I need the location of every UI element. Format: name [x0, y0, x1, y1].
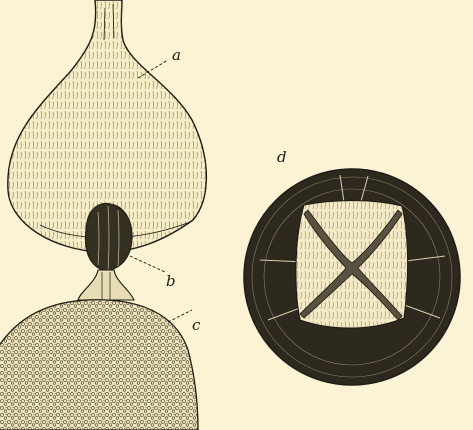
- label-a: a: [172, 48, 181, 63]
- label-d: d: [277, 150, 287, 165]
- part-c-body: [0, 300, 198, 430]
- label-b: b: [166, 274, 176, 289]
- part-d-cross-section: [244, 169, 460, 385]
- connecting-neck: [78, 270, 134, 300]
- label-c: c: [192, 318, 200, 333]
